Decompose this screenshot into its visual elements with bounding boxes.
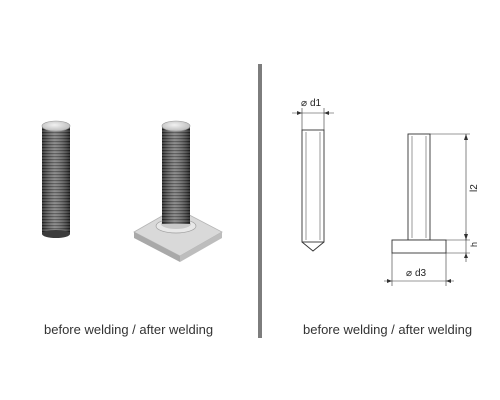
drawing-stud-after (384, 133, 470, 286)
dimension-label-h: h (469, 242, 479, 247)
dimension-label-d1: d1 (310, 98, 322, 109)
stud-renderings (41, 120, 223, 262)
diameter-symbol-d1: ⌀ (301, 98, 307, 109)
caption-renderings: before welding / after welding (44, 322, 214, 337)
stud-after-welding (133, 120, 223, 262)
section-divider (258, 64, 262, 338)
diameter-symbol-d3: ⌀ (406, 268, 412, 279)
stud-before-welding (41, 120, 71, 238)
caption-drawings: before welding / after welding (303, 322, 473, 337)
dimension-label-d3: d3 (415, 268, 427, 279)
stud-technical-drawings: ⌀ d1 ⌀ d3 l2 h (292, 98, 480, 286)
dimension-label-l2: l2 (469, 184, 480, 192)
drawing-stud-before (292, 108, 334, 252)
